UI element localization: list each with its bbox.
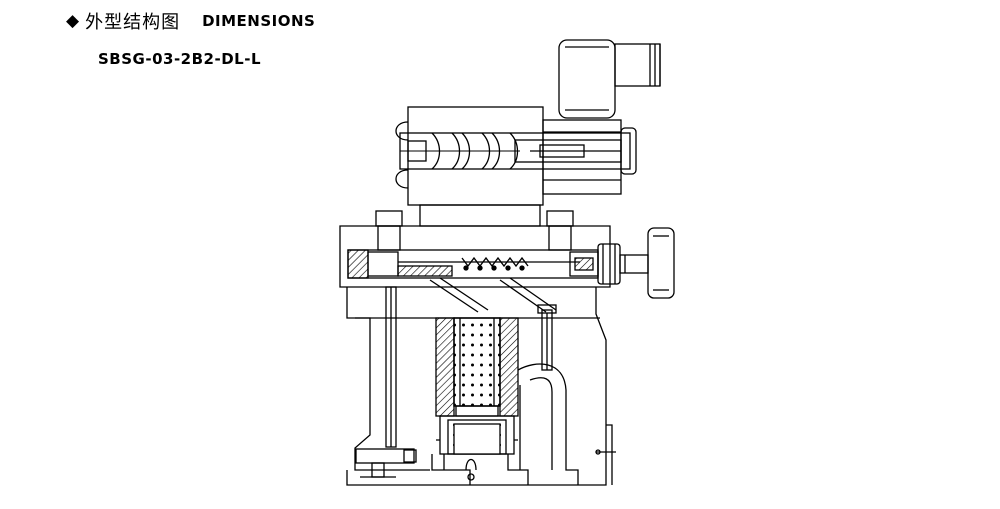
mounting-bolts [375, 204, 574, 251]
title-chinese: 外型结构图 [85, 12, 181, 33]
solenoid-coil [558, 39, 616, 119]
main-valve-body [339, 225, 611, 288]
lower-valve-body [346, 277, 616, 486]
model-number: SBSG-03-2B2-DL-L [98, 50, 262, 68]
diamond-bullet-icon: ◆ [66, 11, 80, 31]
adjusting-knob [597, 227, 675, 299]
section-header: ◆ 外型结构图 DIMENSIONS [66, 8, 315, 34]
pilot-solenoid-valve [395, 106, 637, 206]
title-english: DIMENSIONS [202, 12, 316, 30]
main-poppet-cartridge [435, 317, 519, 455]
electrical-connector [614, 43, 661, 87]
outlet-passage [431, 363, 579, 485]
